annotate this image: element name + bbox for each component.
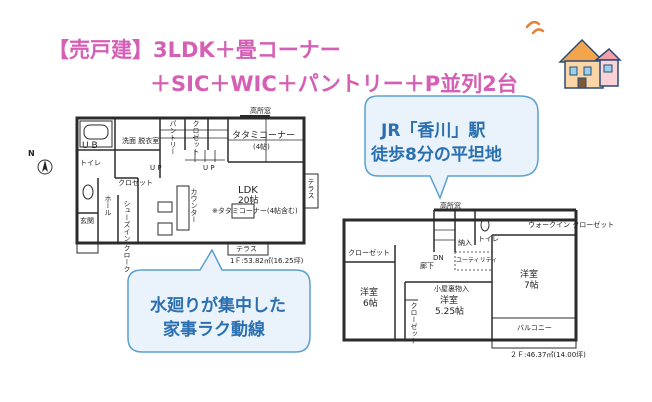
counter-label: カウンター [190, 188, 198, 223]
storage-label: 納入 [458, 239, 472, 247]
bath-label: U B [82, 141, 98, 151]
utility-label: ユーティリティ [456, 257, 498, 264]
title-line-2: ＋SIC＋WIC＋パントリー＋P並列2台 [150, 72, 518, 96]
closet-label: クロゼット [192, 120, 200, 155]
station-text-2: 徒歩8分の平坦地 [371, 145, 502, 165]
western-a-label: 洋室 [360, 288, 379, 298]
closet2-label: クローゼット [348, 249, 390, 257]
kitchen-text-1: 水廻りが集中した [150, 296, 286, 316]
compass-icon [37, 159, 53, 175]
toilet2-label: トイレ [478, 235, 499, 243]
shoe-closet-label: シューズイン クローク [123, 200, 131, 273]
ldk-size: 20帖 [238, 196, 259, 206]
western-b-size: 5.25帖 [435, 307, 465, 317]
pantry-label: パントリー [169, 120, 177, 155]
floor2-area: ２Ｆ:46.37㎡(14.00坪) [510, 351, 586, 359]
terrace-side-label: テラス [307, 178, 315, 199]
walk-in-label: ウォークイン クローゼット [528, 221, 615, 229]
entrance-label: 玄関 [80, 217, 94, 225]
closet3-label: クローゼット [410, 302, 418, 344]
western-a-size: 6帖 [363, 299, 378, 309]
floor2-plan [342, 208, 578, 349]
toilet-label: トイレ [80, 159, 101, 167]
terrace-bottom-label: テラス [236, 245, 257, 253]
house-icon [525, 20, 622, 89]
washroom-label: 洗面 脱衣室 [122, 137, 160, 145]
western-c-size: 7帖 [524, 281, 539, 291]
floor1-area: 1Ｆ:53.82㎡(16.25坪) [230, 257, 304, 265]
station-text-1: JR「香川」駅 [381, 121, 486, 141]
kitchen-text-2: 家事ラク動線 [163, 320, 265, 340]
ldk-note: ※タタミコーナー(4帖含む) [212, 207, 298, 215]
tatami-size: (4帖) [253, 143, 270, 151]
dn-label: DN [433, 254, 444, 262]
hall-label: ホール [104, 195, 112, 216]
ldk-label: LDK [238, 185, 258, 196]
high-window-label-2f: 高所窓 [440, 202, 461, 210]
high-window-label-1f: 高所窓 [250, 107, 271, 115]
balcony-label: バルコニー [517, 324, 552, 332]
western-b-label: 洋室 [440, 296, 459, 306]
floor1-plan [75, 115, 319, 256]
western-c-label: 洋室 [520, 270, 539, 280]
bubble-kitchen [127, 248, 311, 353]
up-label-1: U P [150, 164, 162, 172]
loft-label: 小屋裏物入 [434, 285, 469, 293]
bubble-station [364, 95, 539, 200]
north-label: N [28, 149, 35, 158]
shoe-closet-small: クロゼット [118, 179, 153, 187]
up-label-2: U P [203, 164, 215, 172]
hall2-label: 廊下 [420, 262, 434, 270]
title-line-1: 【売戸建】3LDK＋畳コーナー [48, 38, 341, 62]
tatami-label: タタミコーナー [232, 131, 296, 141]
